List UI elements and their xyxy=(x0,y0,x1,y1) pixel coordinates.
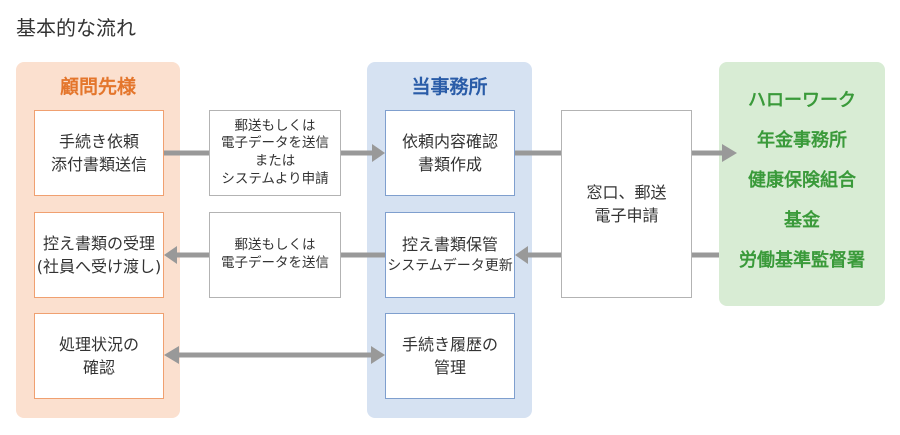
send-method-note: 郵送もしくは 電子データを送信 または システムより申請 xyxy=(209,110,341,196)
client-request-box: 手続き依頼 添付書類送信 xyxy=(34,110,164,196)
office-review-line-2: 書類作成 xyxy=(417,155,482,174)
client-status-line-1: 処理状況の xyxy=(58,334,139,354)
send-method-line-4: システムより申請 xyxy=(221,170,329,187)
office-storage-line-1: 控え書類保管 xyxy=(401,235,498,255)
client-request-line-2: 添付書類送信 xyxy=(50,155,147,174)
return-method-note: 郵送もしくは 電子データを送信 xyxy=(209,212,341,298)
client-receipt-line-2: (社員へ受け渡し) xyxy=(36,257,162,276)
arrowhead-history-right xyxy=(371,346,385,364)
arrowhead-office-back xyxy=(515,246,528,264)
agency-list: ハローワーク 年金事務所 健康保険組合 基金 労働基準監督署 xyxy=(719,84,885,284)
office-review-line-1: 依頼内容確認 xyxy=(401,131,498,151)
arrowhead-agency-in xyxy=(722,144,737,162)
office-history-line-2: 管理 xyxy=(433,358,466,377)
agency-health-insurance: 健康保険組合 xyxy=(748,170,856,191)
window-filing-line-2: 電子申請 xyxy=(594,206,659,225)
client-status-box: 処理状況の 確認 xyxy=(34,313,164,399)
arrowhead-client-back xyxy=(164,246,177,264)
office-review-box: 依頼内容確認 書類作成 xyxy=(385,110,515,196)
office-history-box: 手続き履歴の 管理 xyxy=(385,313,515,399)
client-header: 顧問先様 xyxy=(59,76,136,98)
window-filing-box: 窓口、郵送 電子申請 xyxy=(561,110,692,298)
arrowhead-status-left xyxy=(164,346,179,364)
office-history-line-1: 手続き履歴の xyxy=(401,334,498,354)
send-method-line-1: 郵送もしくは xyxy=(234,117,316,134)
client-request-line-1: 手続き依頼 xyxy=(58,131,139,151)
return-method-line-1: 郵送もしくは xyxy=(234,237,316,254)
client-status-line-2: 確認 xyxy=(82,358,115,377)
office-header: 当事務所 xyxy=(411,76,488,98)
agency-column xyxy=(719,62,885,306)
office-storage-line-2: システムデータ更新 xyxy=(387,258,513,275)
page-title: 基本的な流れ xyxy=(16,16,136,40)
client-receipt-box: 控え書類の受理 (社員へ受け渡し) xyxy=(34,212,164,298)
agency-labor-inspection: 労働基準監督署 xyxy=(739,250,865,271)
office-storage-box: 控え書類保管 システムデータ更新 xyxy=(385,212,515,298)
return-method-line-2: 電子データを送信 xyxy=(221,255,329,271)
agency-hello-work: ハローワーク xyxy=(748,90,856,111)
arrowhead-office-in xyxy=(372,144,385,162)
send-method-line-3: または xyxy=(254,153,296,169)
send-method-line-2: 電子データを送信 xyxy=(221,135,329,152)
window-filing-line-1: 窓口、郵送 xyxy=(586,182,667,202)
client-receipt-line-1: 控え書類の受理 xyxy=(42,233,155,253)
agency-fund: 基金 xyxy=(784,210,820,231)
agency-pension-office: 年金事務所 xyxy=(757,130,847,151)
